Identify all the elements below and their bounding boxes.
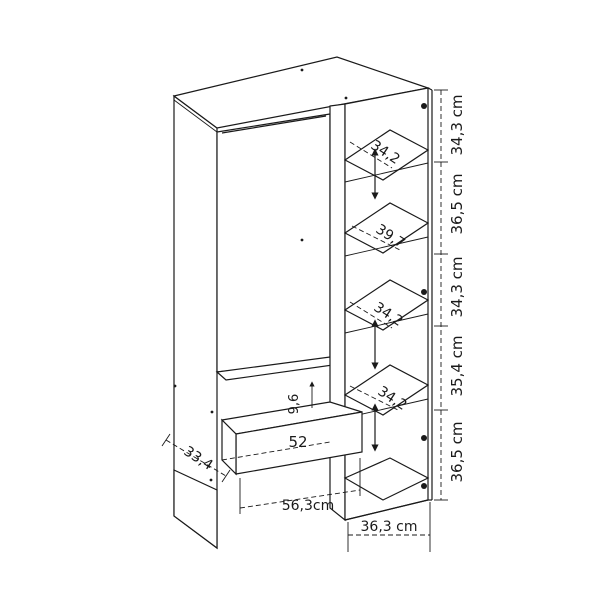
drawer-depth-line bbox=[161, 433, 231, 483]
shelf-depth-lines bbox=[349, 141, 401, 411]
hinge-icons bbox=[421, 103, 427, 489]
left-panel-lower bbox=[173, 469, 218, 550]
height-dimension-line bbox=[434, 89, 448, 501]
height-label-2: 36,5 cm bbox=[448, 173, 466, 234]
wardrobe-body bbox=[172, 56, 433, 550]
bottom-compartment bbox=[343, 457, 430, 501]
height-label-5: 36,5 cm bbox=[448, 421, 466, 482]
shelf-3 bbox=[343, 279, 430, 331]
shelves bbox=[343, 129, 430, 419]
shelf-2 bbox=[343, 202, 430, 254]
height-label-1: 34,3 cm bbox=[448, 94, 466, 155]
height-label-3: 34,3 cm bbox=[448, 256, 466, 317]
wardrobe-width-label: 56,3cm bbox=[282, 498, 335, 514]
pin-dots bbox=[173, 68, 348, 482]
height-label-4: 35,4 cm bbox=[448, 335, 466, 396]
drawer bbox=[220, 401, 363, 476]
shelf-1 bbox=[343, 129, 430, 181]
wardrobe-width-line bbox=[239, 458, 361, 514]
drawer-height-label: 9,6 bbox=[287, 394, 302, 415]
drawer-side bbox=[221, 418, 237, 476]
shelf-width-label: 36,3 cm bbox=[361, 519, 418, 535]
shelf-width-line bbox=[347, 502, 431, 552]
shelf-4 bbox=[343, 364, 430, 416]
back-panel bbox=[216, 113, 331, 373]
drawer-width-label: 52 bbox=[288, 433, 307, 451]
hanging-rail bbox=[221, 115, 327, 134]
